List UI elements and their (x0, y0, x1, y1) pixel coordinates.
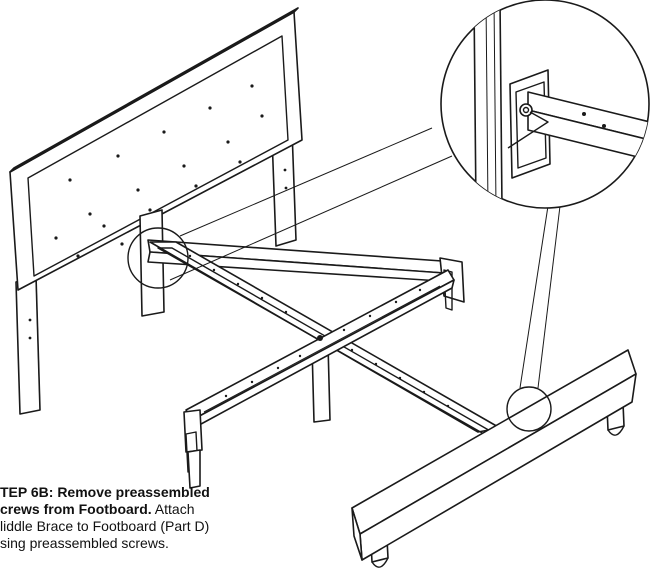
magnified-detail (440, 0, 650, 209)
callout-connector (179, 127, 433, 237)
side-rail (147, 239, 465, 311)
instruction-caption: TEP 6B: Remove preassembled crews from F… (0, 484, 330, 552)
footboard (351, 349, 637, 568)
cross-rail (183, 269, 455, 489)
callout-headboard-circle (127, 227, 189, 289)
instruction-line-1: TEP 6B: Remove preassembled (0, 484, 210, 500)
headboard (9, 7, 303, 415)
screw-icon (519, 103, 533, 117)
instruction-line-2: crews from Footboard. Attach (0, 501, 195, 517)
callout-footboard-circle (506, 386, 552, 432)
cross-rail-end-bracket (183, 409, 203, 453)
footboard-front-face (359, 373, 637, 561)
instruction-line-4: sing preassembled screws. (0, 535, 169, 551)
instruction-line-3: liddle Brace to Footboard (Part D) (0, 518, 210, 534)
allen-key-icon (507, 111, 549, 149)
tufting-buttons (54, 84, 264, 258)
